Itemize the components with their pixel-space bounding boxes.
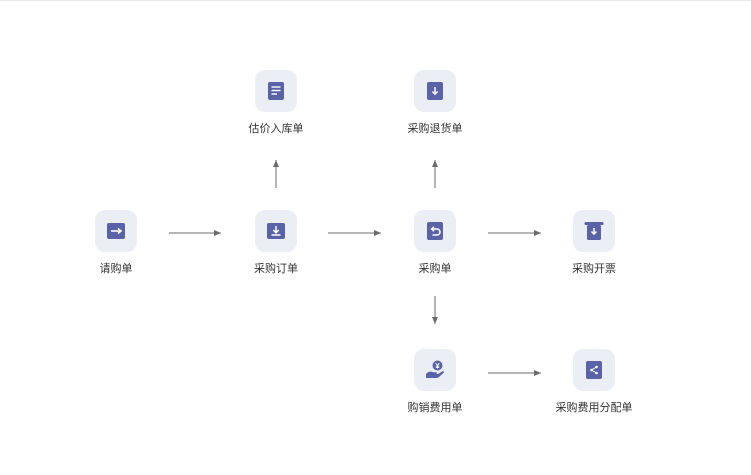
node-label: 采购退货单	[407, 122, 463, 135]
node-purchase-order[interactable]: 采购订单	[226, 210, 326, 290]
arrow-right-icon	[107, 223, 125, 239]
node-expense-allocation[interactable]: 采购费用分配单	[544, 349, 644, 429]
top-divider	[0, 0, 751, 1]
node-estimated-inbound[interactable]: 估价入库单	[226, 70, 326, 150]
tile-purchase[interactable]	[414, 210, 456, 252]
arrow-down-icon	[427, 82, 443, 100]
node-purchase-invoice[interactable]: 采购开票	[544, 210, 644, 290]
yuan-hand-icon	[426, 360, 444, 378]
node-label: 购销费用单	[407, 401, 463, 414]
node-requisition[interactable]: 请购单	[66, 210, 166, 290]
node-label: 采购开票	[572, 262, 616, 275]
node-label: 请购单	[99, 262, 133, 275]
node-purchase[interactable]: 采购单	[385, 210, 485, 290]
tile-estimated-inbound[interactable]	[255, 70, 297, 112]
download-tray-icon	[267, 223, 285, 239]
document-lines-icon	[268, 82, 284, 100]
invoice-icon	[584, 222, 604, 240]
tile-purchase-expense[interactable]	[414, 349, 456, 391]
share-icon	[586, 361, 602, 379]
node-label: 采购费用分配单	[555, 401, 633, 414]
return-arrow-icon	[427, 222, 443, 240]
tile-requisition[interactable]	[95, 210, 137, 252]
node-purchase-return[interactable]: 采购退货单	[385, 70, 485, 150]
tile-purchase-return[interactable]	[414, 70, 456, 112]
node-purchase-expense[interactable]: 购销费用单	[385, 349, 485, 429]
tile-purchase-order[interactable]	[255, 210, 297, 252]
node-label: 采购订单	[254, 262, 298, 275]
tile-purchase-invoice[interactable]	[573, 210, 615, 252]
node-label: 采购单	[418, 262, 452, 275]
tile-expense-allocation[interactable]	[573, 349, 615, 391]
node-label: 估价入库单	[248, 122, 304, 135]
